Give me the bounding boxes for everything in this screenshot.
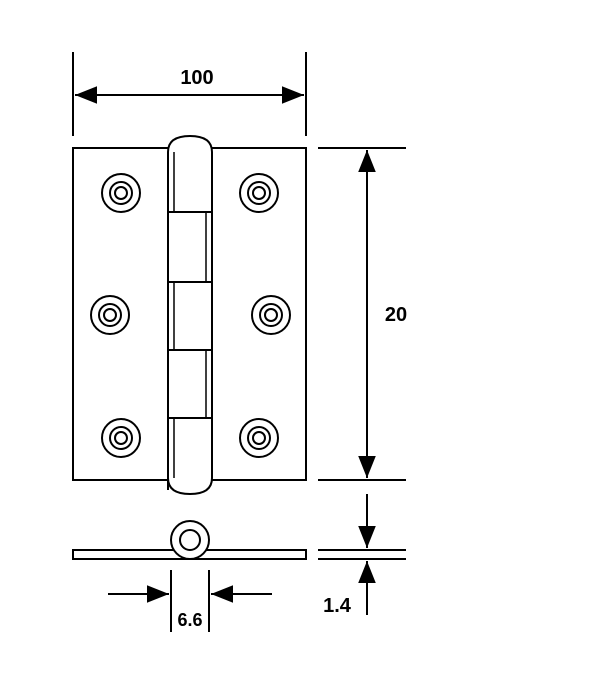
height-dimension-label: 20: [385, 304, 407, 326]
thickness-dimension-label: 1.4: [323, 595, 352, 617]
knuckle-dimension: [108, 570, 272, 632]
hinge-barrel: [167, 134, 213, 496]
screw-hole-right-bottom: [239, 418, 279, 458]
screw-hole-left-middle: [90, 295, 130, 335]
screw-hole-left-top: [101, 173, 141, 213]
hinge-front-view: [72, 134, 307, 496]
screw-hole-left-bottom: [101, 418, 141, 458]
width-dimension-label: 100: [180, 67, 213, 89]
screw-hole-right-top: [239, 173, 279, 213]
screw-hole-right-middle: [251, 295, 291, 335]
side-knuckle-pin: [179, 529, 201, 551]
knuckle-dimension-label: 6.6: [177, 610, 202, 630]
width-dimension: [72, 52, 307, 136]
height-dimension: [318, 147, 406, 481]
thickness-dimension: [318, 494, 406, 615]
hinge-side-view: [72, 520, 307, 560]
